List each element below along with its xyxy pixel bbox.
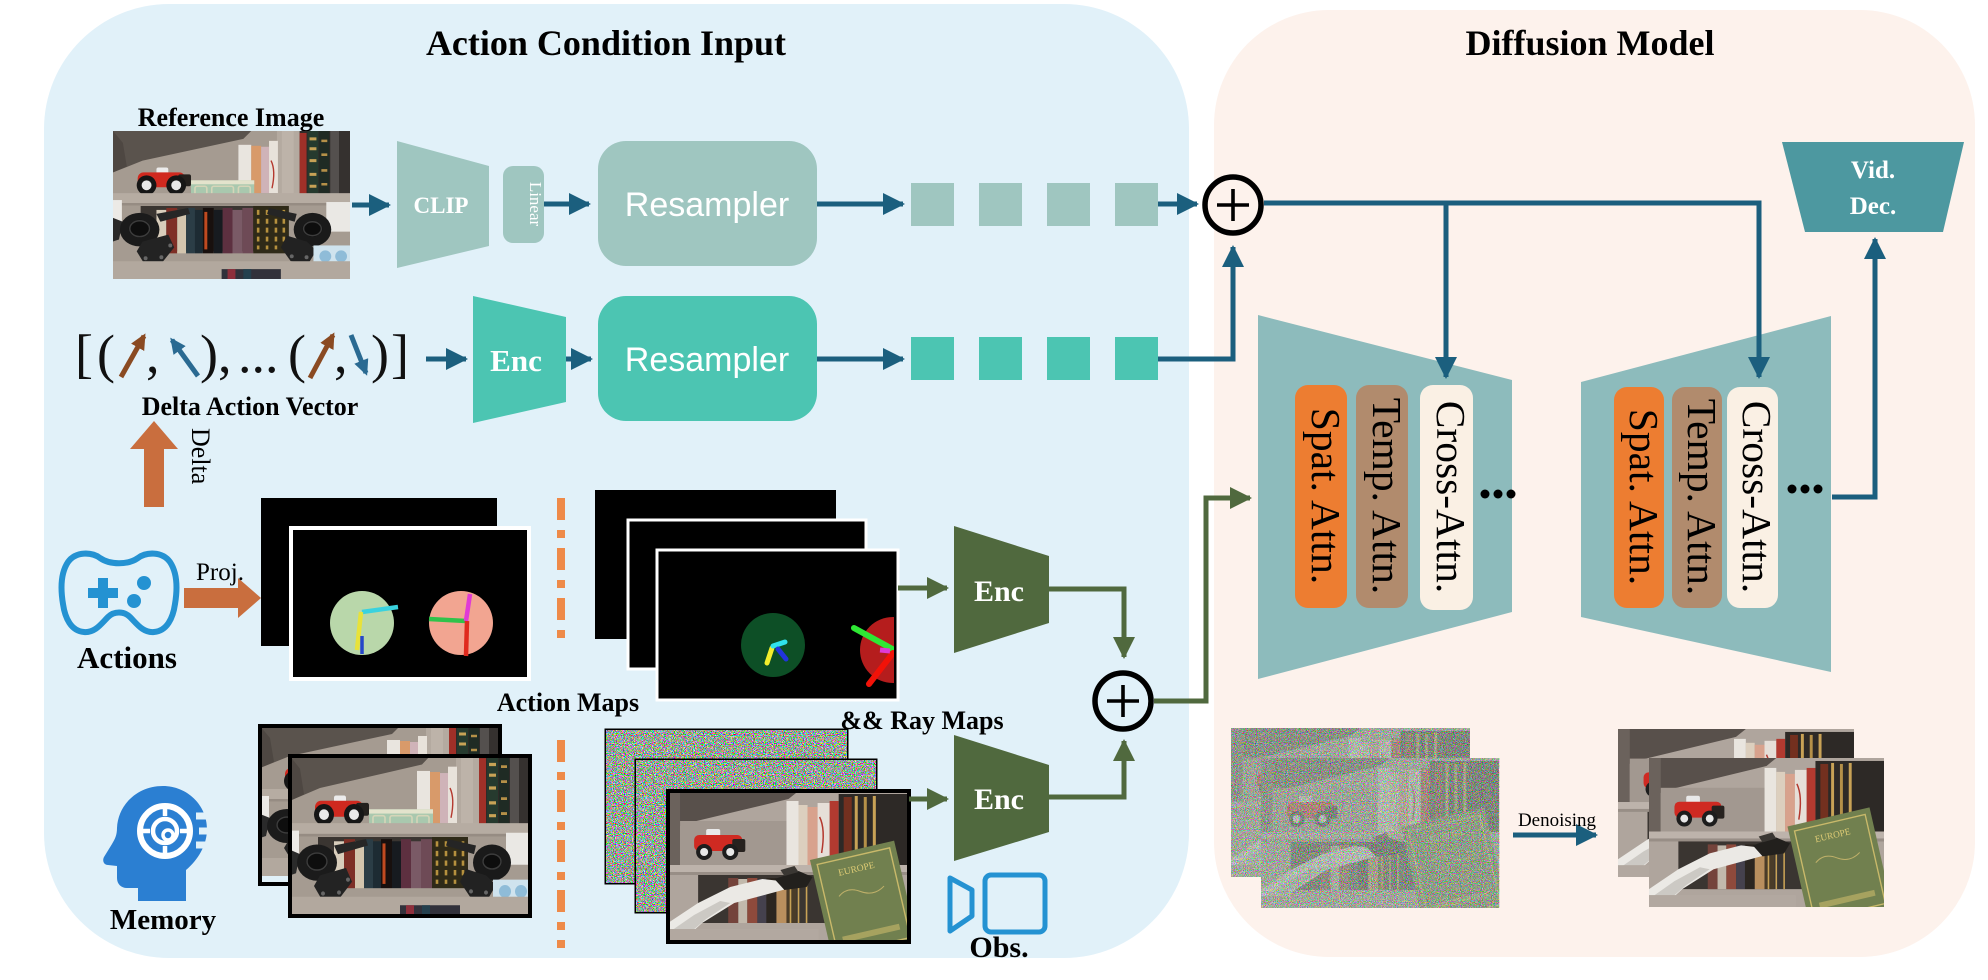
svg-text:Temp. Attn.: Temp. Attn. <box>1364 398 1410 595</box>
svg-text:Cross-Attn.: Cross-Attn. <box>1734 401 1780 594</box>
svg-text:Resampler: Resampler <box>625 186 789 224</box>
svg-text:...: ... <box>238 324 279 384</box>
svg-text:(: ( <box>288 324 306 384</box>
svg-text:[: [ <box>75 324 93 384</box>
svg-text:Spat. Attn.: Spat. Attn. <box>1621 409 1667 585</box>
svg-text:Linear: Linear <box>526 182 545 227</box>
svg-text:Actions: Actions <box>77 640 177 675</box>
svg-text:Denoising: Denoising <box>1518 810 1597 831</box>
svg-text:Vid.: Vid. <box>1851 157 1895 184</box>
svg-text:Enc: Enc <box>490 343 542 378</box>
svg-text:Obs.: Obs. <box>969 931 1028 964</box>
svg-text:): ) <box>371 324 389 384</box>
svg-text:,: , <box>146 324 160 384</box>
svg-text:),: ), <box>200 324 231 384</box>
svg-text:Delta: Delta <box>186 428 215 485</box>
svg-text:(: ( <box>97 324 115 384</box>
svg-text:Cross-Attn.: Cross-Attn. <box>1428 401 1474 594</box>
svg-text:Action Maps: Action Maps <box>497 688 639 717</box>
svg-text:Dec.: Dec. <box>1850 193 1897 220</box>
svg-text:,: , <box>334 324 348 384</box>
svg-text:Action Condition Input: Action Condition Input <box>426 23 786 63</box>
svg-text:Delta Action Vector: Delta Action Vector <box>142 392 359 421</box>
svg-text:&& Ray Maps: && Ray Maps <box>840 706 1003 735</box>
svg-text:Enc: Enc <box>974 783 1024 816</box>
svg-text:Diffusion Model: Diffusion Model <box>1465 23 1714 63</box>
svg-text:Resampler: Resampler <box>625 341 789 379</box>
svg-text:CLIP: CLIP <box>414 193 469 218</box>
svg-text:Memory: Memory <box>110 904 217 936</box>
svg-text:Proj.: Proj. <box>196 559 244 586</box>
svg-text:Reference Image: Reference Image <box>138 103 324 132</box>
svg-text:Spat. Attn.: Spat. Attn. <box>1303 408 1349 584</box>
svg-text:Enc: Enc <box>974 575 1024 608</box>
svg-text:Temp. Attn.: Temp. Attn. <box>1679 399 1725 596</box>
svg-text:]: ] <box>391 324 409 384</box>
